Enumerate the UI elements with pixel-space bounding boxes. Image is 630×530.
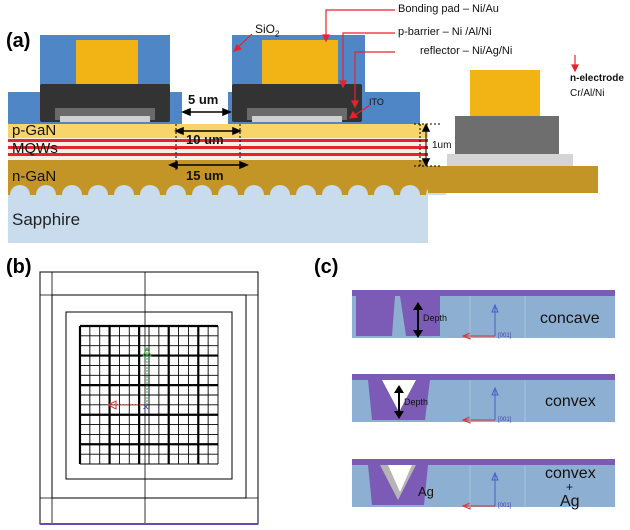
bonding-pad-label: Bonding pad – Ni/Au	[398, 3, 499, 15]
panel-b-letter: (b)	[6, 256, 32, 278]
concave-label: concave	[540, 310, 600, 327]
gap-5-label: 5 um	[188, 92, 219, 107]
ito-right	[252, 116, 342, 122]
dimension-markers	[168, 107, 440, 170]
svg-text:✕: ✕	[142, 402, 150, 412]
sapphire-bump	[114, 185, 134, 195]
convex-ag-plus: +	[566, 480, 574, 494]
model-convex	[352, 374, 615, 424]
n-contact-base	[447, 154, 573, 166]
sapphire-bump	[244, 185, 264, 195]
axis-label-3: [001]	[498, 503, 512, 509]
ag-label: Ag	[418, 484, 434, 499]
depth-label-convex: Depth	[404, 397, 429, 407]
bonding-pad-left	[76, 40, 138, 84]
depth-label-concave: Depth	[423, 313, 448, 323]
n-electrode-material: Cr/Al/Ni	[570, 88, 605, 99]
reflector-label: reflector – Ni/Ag/Ni	[420, 45, 513, 57]
led-cross-section	[8, 9, 598, 243]
sio2-label-base: SiO	[255, 22, 276, 36]
height-1-label: 1um	[432, 140, 452, 151]
sapphire-bump	[400, 185, 420, 195]
sio2-label: SiO2	[255, 22, 279, 38]
sio2-label-sub: 2	[275, 29, 280, 39]
sapphire-bump	[140, 185, 160, 195]
sapphire-bump	[270, 185, 290, 195]
mesh-grid	[78, 324, 219, 465]
n-gan-step	[428, 166, 598, 193]
texture-models	[352, 290, 615, 510]
n-electrode-pad	[470, 70, 540, 116]
axis-label-1: [001]	[498, 333, 512, 339]
convex-ag-line2: Ag	[560, 493, 580, 510]
ito-left	[60, 116, 150, 122]
bonding-pad-right	[262, 40, 338, 84]
gap-15-label: 15 um	[186, 168, 224, 183]
sapphire-bump	[36, 185, 56, 195]
n-electrode-title: n-electrode	[570, 73, 624, 84]
model-concave	[352, 290, 615, 340]
sapphire-bump	[192, 185, 212, 195]
axis-label-2: [001]	[498, 417, 512, 423]
panel-a-letter: (a)	[6, 30, 31, 52]
sapphire-layer	[8, 193, 428, 243]
p-barrier-label: p-barrier – Ni /Al/Ni	[398, 26, 492, 38]
sapphire-bump	[322, 185, 342, 195]
n-gan-label: n-GaN	[12, 168, 57, 185]
n-electrode-body	[455, 116, 559, 154]
panel-b: (b) ✕	[0, 250, 300, 530]
sapphire-bump	[62, 185, 82, 195]
p-gan-label: p-GaN	[12, 122, 57, 139]
gap-10-label: 10 um	[186, 132, 224, 147]
sapphire-label: Sapphire	[12, 210, 81, 229]
sapphire-bump	[374, 185, 394, 195]
ito-label: ITO	[369, 97, 384, 107]
mqws-label: MQWs	[12, 140, 58, 157]
sapphire-bump	[88, 185, 108, 195]
mesh-grid-diagram: ✕	[39, 271, 259, 525]
convex-ag-line1: convex	[545, 465, 596, 482]
convex-label: convex	[545, 393, 596, 410]
panel-c: (c)	[300, 250, 630, 530]
coordinate-axes: ✕	[106, 346, 152, 412]
panel-a: (a)	[0, 0, 630, 250]
sapphire-bump	[348, 185, 368, 195]
patterned-sapphire-bumps	[10, 185, 446, 195]
model-convex-ag	[352, 459, 615, 510]
panel-c-letter: (c)	[314, 256, 339, 278]
sapphire-bump	[218, 185, 238, 195]
callout-lines	[232, 9, 579, 119]
sapphire-bump	[166, 185, 186, 195]
sapphire-bump	[296, 185, 316, 195]
sapphire-bump	[10, 185, 30, 195]
